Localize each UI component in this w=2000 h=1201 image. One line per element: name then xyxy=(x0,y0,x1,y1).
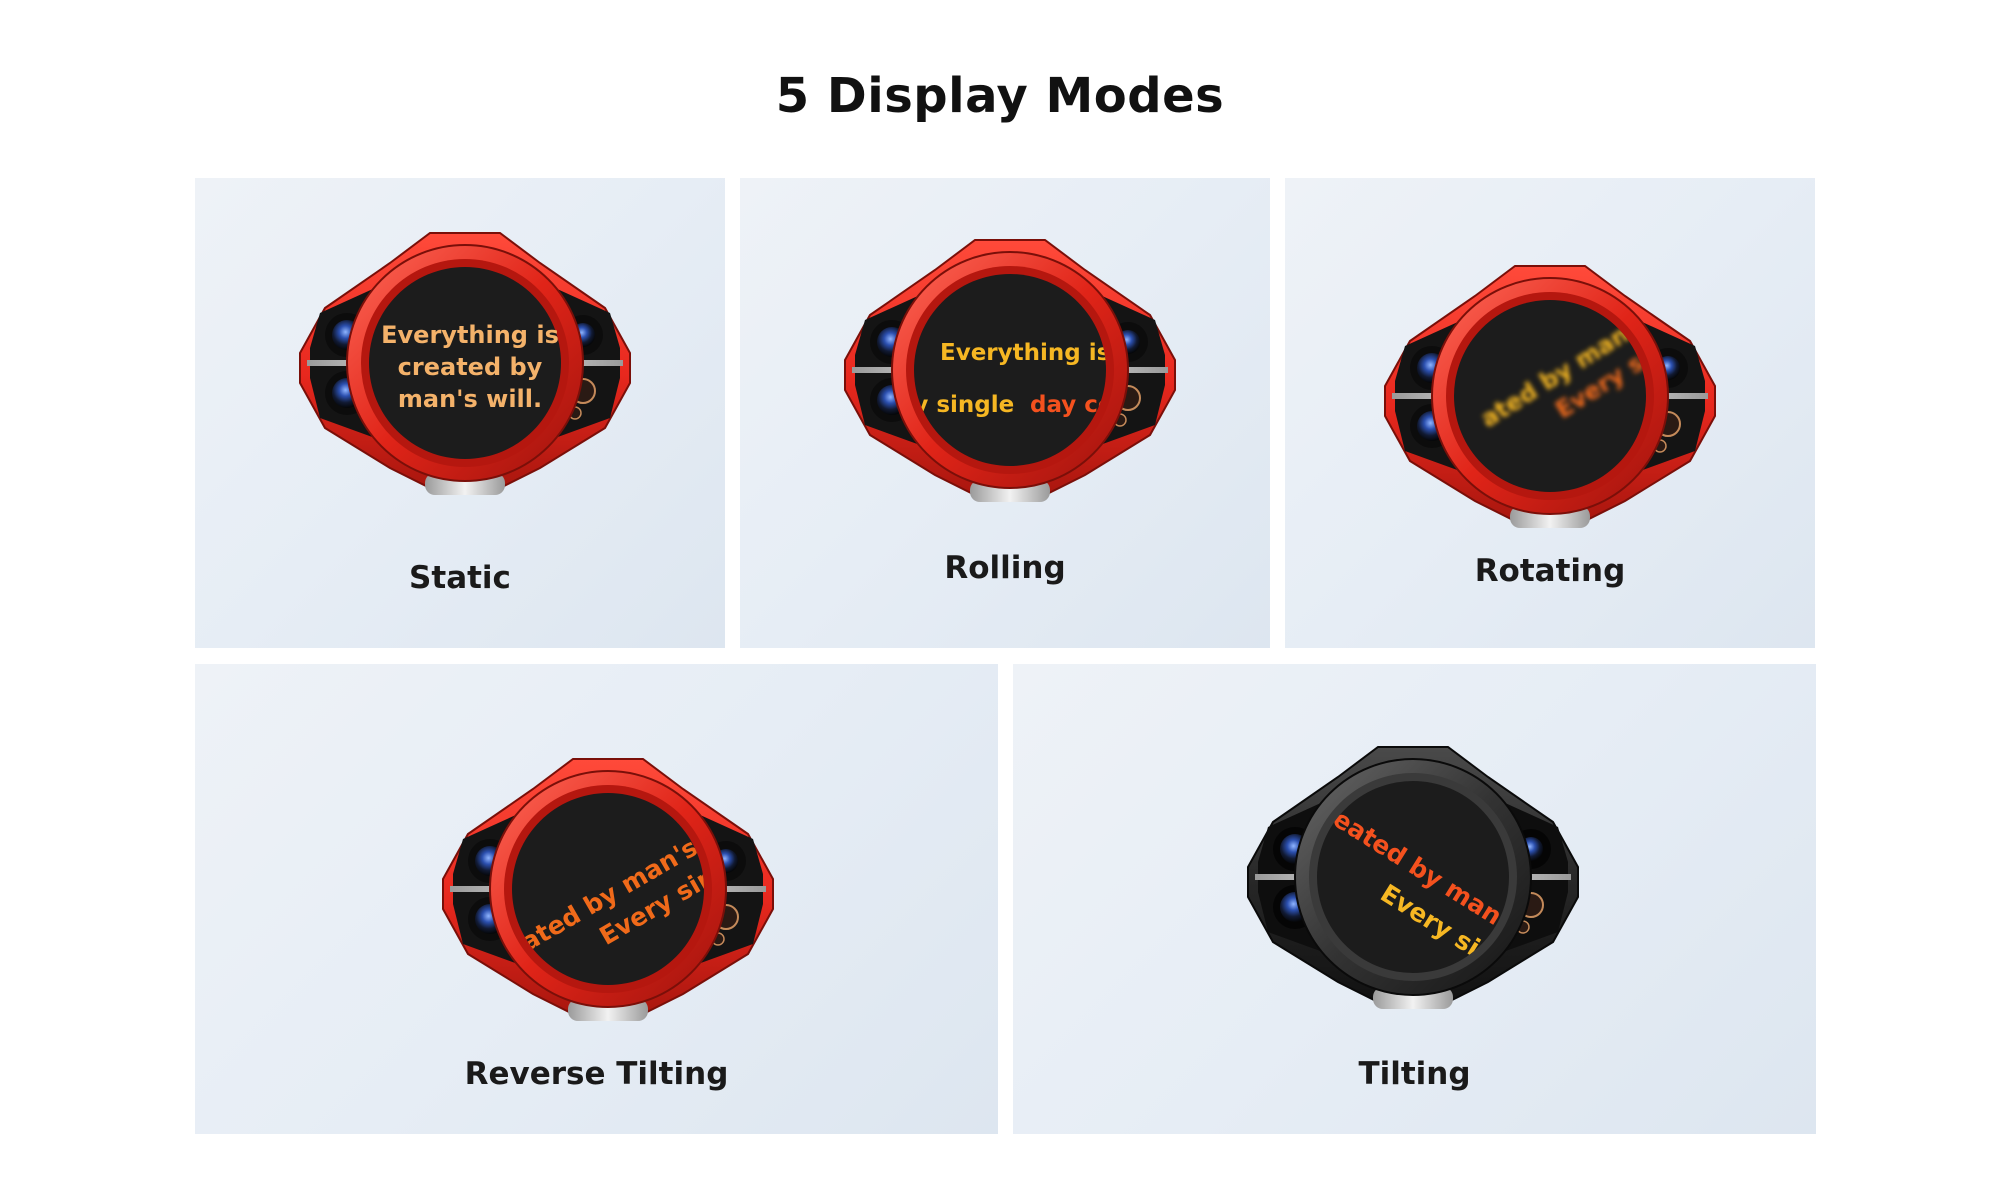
mode-card-reverse-tilting: eated by man's Every sin Reverse Tilting xyxy=(195,664,998,1134)
mode-card-rotating: ated by man's Every sin Rotating xyxy=(1285,178,1815,648)
mode-label: Rolling xyxy=(944,550,1066,586)
screen-text-line: Everything is c xyxy=(940,340,1132,366)
mode-label: Rotating xyxy=(1474,553,1626,589)
mode-label: Static xyxy=(409,560,511,596)
screen-text-line: day co xyxy=(1030,392,1114,418)
page-title: 5 Display Modes xyxy=(775,68,1225,124)
screen-text-line: created by xyxy=(398,353,543,381)
screen-text-line: ry single xyxy=(902,392,1014,418)
mode-card-static: Everything is created by man's will. Sta… xyxy=(195,178,725,648)
mode-label: Reverse Tilting xyxy=(464,1056,729,1092)
mode-card-tilting: reated by man's Every sir Tilting xyxy=(1013,664,1816,1134)
mode-label: Tilting xyxy=(1358,1056,1471,1092)
device-image-red: Everything is c ry single day co xyxy=(844,239,1176,502)
screen-text-line: Everything is xyxy=(381,321,559,349)
mode-card-rolling: Everything is c ry single day co Rolling xyxy=(740,178,1270,648)
device-image-red: eated by man's Every sin xyxy=(442,758,774,1021)
device-image-red: ated by man's Every sin xyxy=(1384,265,1716,528)
device-image-black: reated by man's Every sir xyxy=(1247,746,1579,1009)
device-image-red: Everything is created by man's will. xyxy=(299,232,631,495)
screen-text-line: man's will. xyxy=(398,385,542,413)
